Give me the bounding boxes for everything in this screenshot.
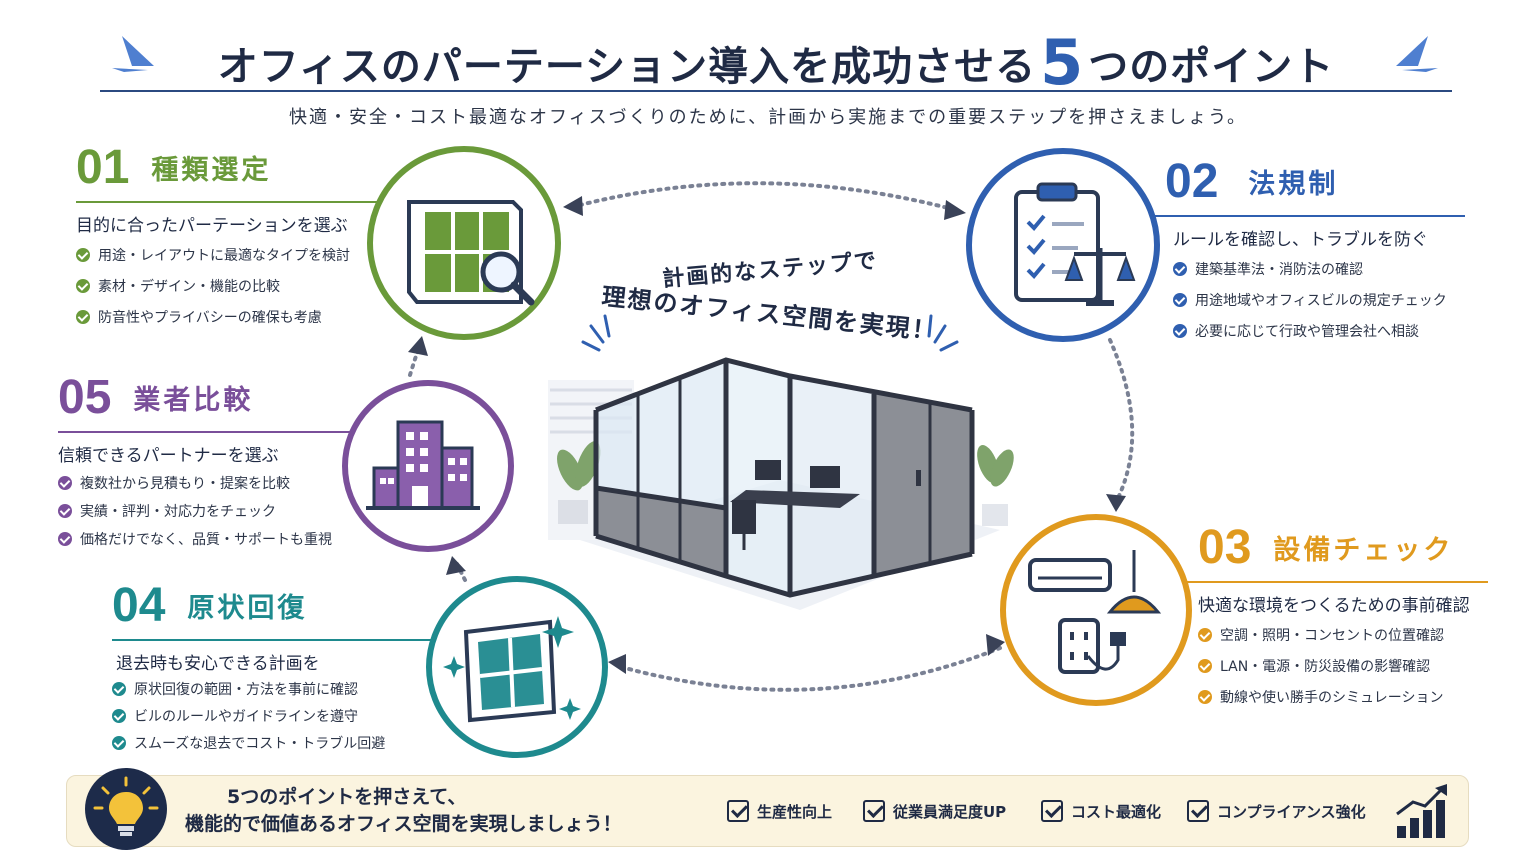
check-icon (58, 504, 72, 518)
list-item: 用途・レイアウトに最適なタイプを検討 (76, 248, 396, 264)
section-rule (112, 639, 442, 641)
check-icon (58, 532, 72, 546)
checkbox-icon (1041, 800, 1063, 822)
badge-compliance: コンプライアンス強化 (1187, 800, 1366, 822)
list-item: 価格だけでなく、品質・サポートも重視 (58, 532, 358, 548)
list-item: 用途地域やオフィスビルの規定チェック (1173, 293, 1465, 309)
section-heading: 法規制 (1248, 169, 1339, 200)
section-04: 04 原状回復 退去時も安心できる計画を 原状回復の範囲・方法を事前に確認 ビルの… (112, 578, 442, 763)
office-booth-illustration (548, 357, 1014, 610)
section-number: 05 (58, 371, 112, 424)
badge-satisfaction: 従業員満足度UP (863, 800, 1006, 822)
section-02: 02 法規制 ルールを確認し、トラブルを防ぐ 建築基準法・消防法の確認 用途地域や… (1153, 154, 1465, 355)
list-item: 実績・評判・対応力をチェック (58, 504, 358, 520)
check-icon (112, 736, 126, 750)
list-item: 防音性やプライバシーの確保も考慮 (76, 310, 396, 326)
section-heading: 業者比較 (133, 385, 254, 416)
checkbox-icon (863, 800, 885, 822)
section-lead: 信頼できるパートナーを選ぶ (58, 446, 279, 466)
title-number: 5 (1040, 26, 1085, 99)
badge-cost: コスト最適化 (1041, 800, 1161, 822)
title-accent-left-icon (112, 36, 154, 72)
list-item: 建築基準法・消防法の確認 (1173, 262, 1465, 278)
lightbulb-icon (85, 768, 167, 850)
section-checklist: 空調・照明・コンセントの位置確認 LAN・電源・防災設備の影響確認 動線や使い勝… (1198, 628, 1488, 706)
list-item: ビルのルールやガイドラインを遵守 (112, 709, 432, 725)
closing-line-1: 5つのポイントを押さえて、 (227, 786, 467, 808)
section-lead: 目的に合ったパーテーションを選ぶ (76, 216, 348, 236)
check-icon (1173, 262, 1187, 276)
check-icon (1198, 659, 1212, 673)
check-icon (1198, 690, 1212, 704)
check-icon (1198, 628, 1212, 642)
list-item: 動線や使い勝手のシミュレーション (1198, 690, 1488, 706)
section-heading: 種類選定 (151, 155, 272, 186)
bottom-banner: 5つのポイントを押さえて、 機能的で価値あるオフィス空間を実現しましょう！ 生産… (66, 768, 1469, 850)
growth-chart-icon (1396, 784, 1447, 838)
title-accent-right-icon (1396, 36, 1438, 72)
window-magnifier-icon (367, 146, 561, 340)
list-item: 空調・照明・コンセントの位置確認 (1198, 628, 1488, 644)
badge-productivity: 生産性向上 (727, 800, 832, 822)
check-icon (1173, 324, 1187, 338)
list-item: LAN・電源・防災設備の影響確認 (1198, 659, 1488, 675)
section-heading: 原状回復 (187, 593, 308, 624)
section-checklist: 原状回復の範囲・方法を事前に確認 ビルのルールやガイドラインを遵守 スムーズな退… (112, 682, 432, 752)
section-checklist: 複数社から見積もり・提案を比較 実績・評判・対応力をチェック 価格だけでなく、品… (58, 476, 358, 548)
closing-message: 5つのポイントを押さえて、 機能的で価値あるオフィス空間を実現しましょう！ (185, 784, 622, 838)
clipboard-scale-icon (966, 148, 1160, 342)
section-lead: 退去時も安心できる計画を (116, 654, 320, 674)
buildings-icon (342, 380, 514, 552)
check-icon (112, 682, 126, 696)
list-item: スムーズな退去でコスト・トラブル回避 (112, 736, 432, 752)
check-icon (76, 310, 90, 324)
check-icon (112, 709, 126, 723)
list-item: 複数社から見積もり・提案を比較 (58, 476, 358, 492)
section-number: 04 (112, 579, 166, 632)
list-item: 必要に応じて行政や管理会社へ相談 (1173, 324, 1465, 340)
section-05: 05 業者比較 信頼できるパートナーを選ぶ 複数社から見積もり・提案を比較 実績・… (58, 370, 378, 560)
check-icon (58, 476, 72, 490)
section-01: 01 種類選定 目的に合ったパーテーションを選ぶ 用途・レイアウトに最適なタイプを… (76, 140, 406, 341)
section-number: 02 (1165, 155, 1219, 208)
checkbox-icon (727, 800, 749, 822)
section-lead: ルールを確認し、トラブルを防ぐ (1173, 230, 1428, 250)
list-item: 原状回復の範囲・方法を事前に確認 (112, 682, 432, 698)
section-rule (1184, 581, 1488, 583)
section-checklist: 建築基準法・消防法の確認 用途地域やオフィスビルの規定チェック 必要に応じて行政… (1173, 262, 1465, 340)
sparkle-window-icon (426, 576, 608, 758)
checkbox-icon (1187, 800, 1209, 822)
section-rule (58, 431, 378, 433)
section-number: 03 (1198, 521, 1252, 574)
section-rule (1153, 215, 1465, 217)
aircon-lamp-outlet-icon (1000, 514, 1192, 706)
list-item: 素材・デザイン・機能の比較 (76, 279, 396, 295)
section-03: 03 設備チェック 快適な環境をつくるための事前確認 空調・照明・コンセントの位置… (1184, 520, 1488, 721)
section-lead: 快適な環境をつくるための事前確認 (1198, 596, 1470, 616)
emphasis-lines-icon (581, 314, 959, 352)
section-number: 01 (76, 141, 130, 194)
check-icon (76, 279, 90, 293)
check-icon (1173, 293, 1187, 307)
section-heading: 設備チェック (1273, 535, 1454, 566)
section-checklist: 用途・レイアウトに最適なタイプを検討 素材・デザイン・機能の比較 防音性やプライ… (76, 248, 396, 326)
section-rule (76, 201, 406, 203)
check-icon (76, 248, 90, 262)
closing-line-2: 機能的で価値あるオフィス空間を実現しましょう！ (185, 813, 622, 835)
page-subtitle: 快適・安全・コスト最適なオフィスづくりのために、計画から実施までの重要ステップを… (288, 107, 1247, 128)
